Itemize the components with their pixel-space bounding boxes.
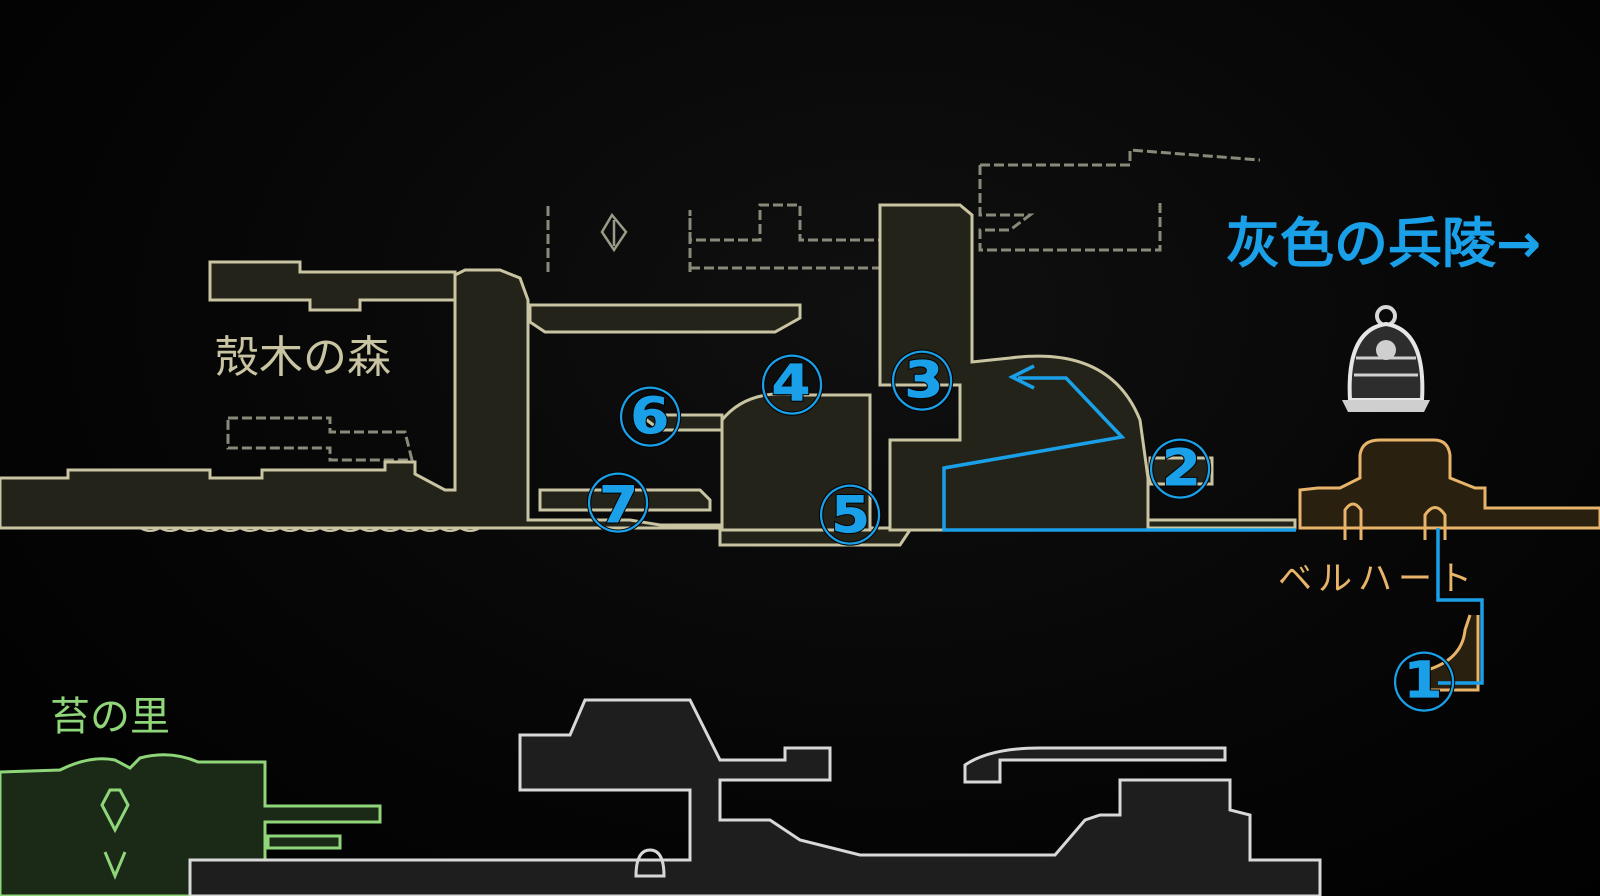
bell-icon[interactable]: [1342, 305, 1430, 412]
lower-pin-icon: [634, 848, 666, 878]
village-area-label: 苔の里: [50, 694, 170, 740]
moss-village-region: 苔の里: [0, 694, 382, 896]
bellhart-town: [1298, 438, 1600, 530]
forest-small-room: [1148, 456, 1214, 486]
route-markers: ① ② ③④ ⑤ ⑥⑦: [582, 332, 1460, 732]
bellhart-area-label: ベルハート: [1278, 559, 1478, 599]
forest-connector: [635, 413, 724, 432]
forest-tower: [878, 203, 1150, 532]
bellhart-arch-left: [1343, 502, 1363, 540]
rune-icon: [600, 212, 628, 253]
forest-dome-room: [720, 392, 872, 532]
forest-shelf: [528, 303, 802, 334]
route-arrow-icon: [1008, 364, 1035, 390]
lower-right-block: [963, 746, 1227, 784]
moss-shrine-icon: [100, 788, 130, 880]
forest-lower-ledge: [538, 488, 712, 512]
lower-rooms: [188, 698, 1322, 896]
bellhart-shaft: [1418, 614, 1480, 692]
moss-village-rooms: [0, 753, 382, 896]
forest-upper-corridor: [208, 260, 457, 312]
route-marker-2[interactable]: ②: [1144, 420, 1216, 519]
unexplored-rooms: [226, 148, 1261, 462]
route-path: [942, 364, 1484, 685]
route-marker-4[interactable]: ④: [756, 336, 828, 435]
lower-region: [188, 698, 1322, 896]
forest-area-label: 殻木の森: [215, 332, 391, 383]
destination-label[interactable]: 灰色の兵陵→: [1226, 212, 1541, 275]
moss-village-ledge: [266, 834, 342, 850]
route-marker-5[interactable]: ⑤: [814, 466, 886, 565]
route-marker-6[interactable]: ⑥: [614, 368, 686, 467]
route-marker-1[interactable]: ①: [1388, 633, 1460, 732]
forest-floor-wave: [139, 526, 481, 532]
forest-region: 殻木の森: [0, 203, 1297, 547]
route-marker-7[interactable]: ⑦: [582, 454, 654, 553]
bellhart-arch-right: [1423, 506, 1447, 540]
route-marker-3[interactable]: ③: [886, 332, 958, 431]
